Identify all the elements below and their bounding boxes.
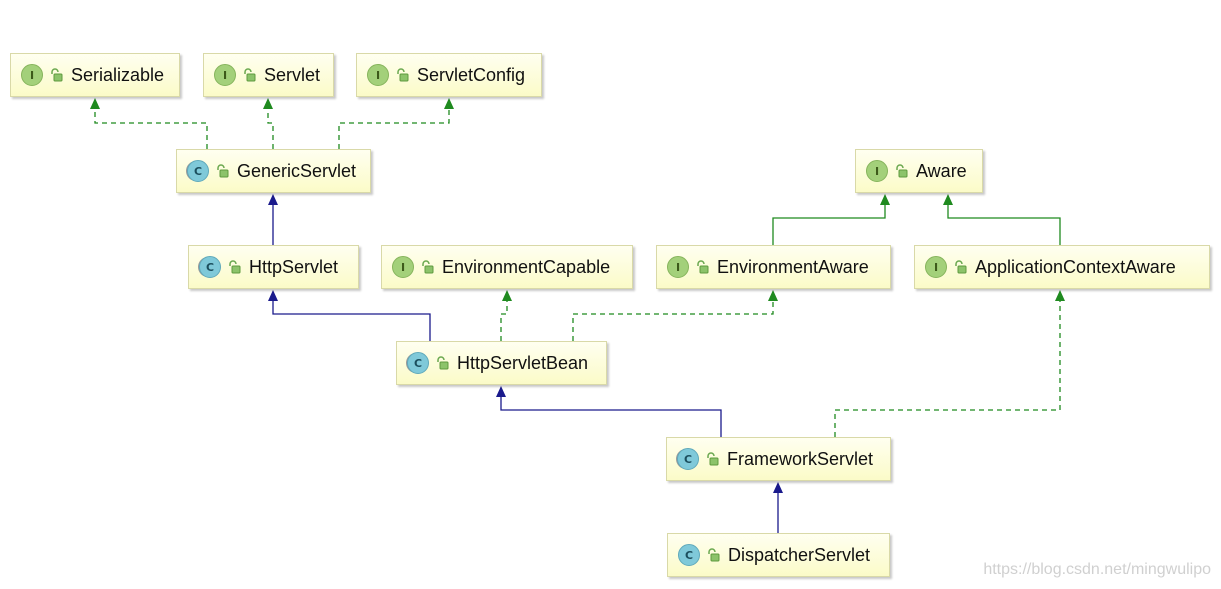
arrowhead: [496, 386, 506, 397]
node-label: Serializable: [71, 64, 165, 85]
arrowhead: [1055, 290, 1065, 301]
edge-dispatcherservlet-to-frameworkservlet: [773, 482, 783, 533]
interface-icon: I: [866, 160, 888, 182]
node-label: FrameworkServlet: [727, 448, 874, 469]
arrowhead: [768, 290, 778, 301]
class-icon: C: [678, 544, 700, 566]
arrowhead: [263, 98, 273, 109]
interface-icon: I: [21, 64, 43, 86]
node-label: Aware: [916, 160, 967, 181]
unlocked-icon: [955, 260, 967, 274]
node-label: ApplicationContextAware: [975, 256, 1176, 277]
unlocked-icon: [896, 164, 908, 178]
class-icon: C: [187, 160, 209, 182]
node-aware[interactable]: I Aware: [855, 149, 983, 193]
edge-genericservlet-to-servlet: [263, 98, 274, 149]
class-icon: C: [677, 448, 699, 470]
unlocked-icon: [244, 68, 256, 82]
edge-genericservlet-to-servletconfig: [338, 98, 454, 149]
node-label: EnvironmentCapable: [442, 256, 611, 277]
edge-applicationcontextaware-to-aware: [943, 194, 1061, 245]
unlocked-icon: [397, 68, 409, 82]
unlocked-icon: [437, 356, 449, 370]
edge-frameworkservlet-to-httpservletbean: [496, 386, 722, 437]
edge-httpservletbean-to-environmentaware: [572, 290, 778, 341]
node-label: HttpServlet: [249, 256, 339, 277]
class-icon: C: [199, 256, 221, 278]
node-genericservlet[interactable]: C GenericServlet: [176, 149, 371, 193]
node-label: DispatcherServlet: [728, 544, 871, 565]
node-httpservlet[interactable]: C HttpServlet: [188, 245, 359, 289]
interface-icon: I: [392, 256, 414, 278]
edge-httpservlet-to-genericservlet: [268, 194, 278, 245]
node-label: ServletConfig: [417, 64, 526, 85]
unlocked-icon: [697, 260, 709, 274]
node-dispatcherservlet[interactable]: C DispatcherServlet: [667, 533, 890, 577]
unlocked-icon: [708, 548, 720, 562]
interface-icon: I: [925, 256, 947, 278]
unlocked-icon: [229, 260, 241, 274]
watermark: https://blog.csdn.net/mingwulipo: [983, 561, 1211, 578]
edge-environmentaware-to-aware: [772, 194, 890, 245]
node-label: EnvironmentAware: [717, 256, 869, 277]
arrowhead: [268, 194, 278, 205]
unlocked-icon: [217, 164, 229, 178]
node-environmentcapable[interactable]: I EnvironmentCapable: [381, 245, 633, 289]
class-icon: C: [407, 352, 429, 374]
unlocked-icon: [51, 68, 63, 82]
arrowhead: [943, 194, 953, 205]
interface-icon: I: [667, 256, 689, 278]
node-serializable[interactable]: I Serializable: [10, 53, 180, 97]
unlocked-icon: [422, 260, 434, 274]
unlocked-icon: [707, 452, 719, 466]
node-httpservletbean[interactable]: C HttpServletBean: [396, 341, 607, 385]
edge-genericservlet-to-serializable: [90, 98, 208, 149]
node-servlet[interactable]: I Servlet: [203, 53, 334, 97]
node-environmentaware[interactable]: I EnvironmentAware: [656, 245, 891, 289]
edge-httpservletbean-to-environmentcapable: [500, 290, 512, 341]
arrowhead: [268, 290, 278, 301]
node-label: Servlet: [264, 64, 321, 85]
node-label: GenericServlet: [237, 160, 357, 181]
node-label: HttpServletBean: [457, 352, 589, 373]
node-applicationcontextaware[interactable]: I ApplicationContextAware: [914, 245, 1210, 289]
interface-icon: I: [367, 64, 389, 86]
node-servletconfig[interactable]: I ServletConfig: [356, 53, 542, 97]
interface-icon: I: [214, 64, 236, 86]
arrowhead: [90, 98, 100, 109]
arrowhead: [773, 482, 783, 493]
arrowhead: [444, 98, 454, 109]
arrowhead: [502, 290, 512, 301]
edge-frameworkservlet-to-applicationcontextaware: [834, 290, 1065, 437]
arrowhead: [880, 194, 890, 205]
edge-httpservletbean-to-httpservlet: [268, 290, 431, 341]
node-frameworkservlet[interactable]: C FrameworkServlet: [666, 437, 891, 481]
